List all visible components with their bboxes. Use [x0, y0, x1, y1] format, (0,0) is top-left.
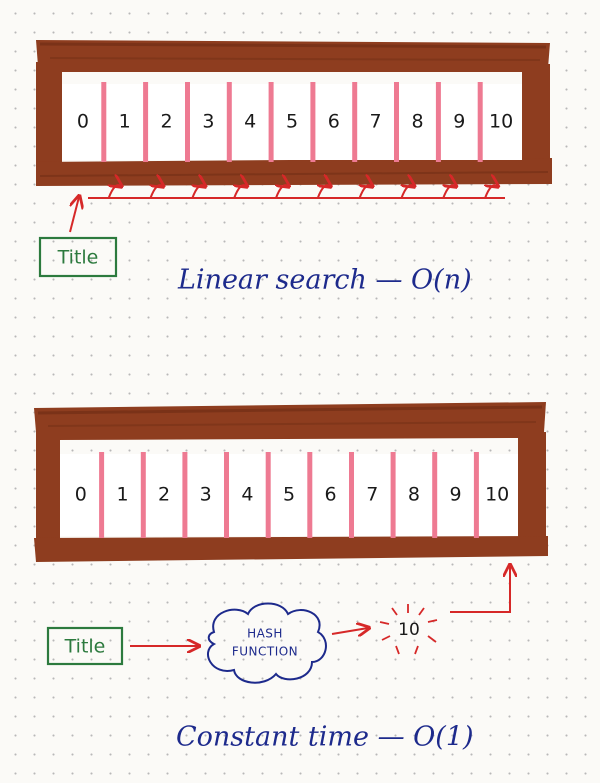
slot-divider: [349, 452, 354, 538]
linear-cells: 0 1 2 3 4 5 6 7 8 9 10: [77, 82, 513, 162]
slot-divider: [307, 452, 313, 538]
scan-hop-arrow: [402, 185, 414, 199]
linear-search-shelf: 0 1 2 3 4 5 6 7 8 9 10: [36, 40, 552, 186]
slot-divider: [310, 82, 316, 162]
linear-title-box: Title: [38, 236, 118, 278]
slot-divider: [226, 82, 232, 162]
slot-index: 6: [328, 111, 340, 133]
slot-index: 3: [202, 111, 214, 133]
scan-hop-arrow: [276, 185, 288, 199]
shelf-right-post: [518, 432, 546, 552]
linear-caption: Linear search — O(n): [177, 265, 472, 296]
slot-divider: [99, 452, 105, 538]
hash-result-burst: 10: [379, 604, 438, 655]
slot-divider: [473, 452, 479, 538]
slot-divider: [268, 82, 274, 162]
scan-hop-arrows: [109, 185, 497, 199]
slot-divider: [182, 452, 188, 538]
slot-divider: [101, 82, 107, 162]
hash-result-value: 10: [398, 620, 420, 640]
hash-caption: Constant time — O(1): [176, 722, 474, 753]
slot-index: 3: [200, 484, 212, 506]
slot-divider: [390, 452, 396, 538]
scan-hop-arrow: [109, 185, 121, 199]
slot-divider: [265, 452, 271, 538]
slot-divider: [143, 82, 149, 162]
to-slot-arrow: [450, 566, 510, 613]
slot-index: 2: [158, 484, 170, 506]
scan-hop-arrow: [192, 185, 204, 199]
linear-search-arrows: [69, 185, 505, 233]
slot-index: 9: [453, 111, 465, 133]
shelf-top-crown: [36, 40, 550, 72]
slot-divider: [224, 452, 229, 538]
slot-divider: [432, 452, 438, 538]
slot-index: 9: [449, 484, 461, 506]
slot-index: 1: [116, 484, 128, 506]
scan-hop-arrow: [151, 185, 163, 199]
slot-divider: [477, 82, 483, 162]
shelf-left-post: [36, 430, 60, 554]
hash-function-label-line1: HASH: [247, 627, 283, 641]
hash-table-shelf: 0 1 2 3 4 5 6 7 8 9 10: [34, 402, 548, 562]
scan-hop-arrow: [360, 185, 372, 199]
shelf-bottom-board: [34, 536, 548, 562]
slot-index: 0: [77, 111, 89, 133]
slot-index: 7: [370, 111, 382, 133]
hash-title-label: Title: [64, 636, 106, 658]
slot-divider: [140, 452, 146, 538]
hash-function-cloud: HASH FUNCTION: [207, 602, 327, 684]
slot-index: 5: [286, 111, 298, 133]
scan-hop-arrow: [318, 185, 330, 199]
slot-index: 4: [241, 484, 253, 506]
slot-index: 8: [408, 484, 420, 506]
to-result-arrow: [331, 628, 368, 634]
slot-index: 4: [244, 111, 256, 133]
slot-index: 5: [283, 484, 295, 506]
slot-index: 10: [485, 484, 509, 506]
slot-index: 2: [160, 111, 172, 133]
hash-function-label-line2: FUNCTION: [232, 645, 298, 659]
scan-hop-arrow: [443, 185, 455, 199]
slot-divider: [185, 82, 190, 162]
slot-index: 7: [366, 484, 378, 506]
slot-divider: [394, 82, 399, 162]
linear-title-label: Title: [57, 247, 99, 269]
slot-index: 8: [411, 111, 423, 133]
hash-title-box: Title: [46, 626, 124, 666]
slot-index: 10: [489, 111, 513, 133]
slot-index: 1: [119, 111, 131, 133]
slot-index: 6: [325, 484, 337, 506]
slot-divider: [352, 82, 358, 162]
entry-arrow: [69, 197, 79, 233]
slot-index: 0: [75, 484, 87, 506]
slot-divider: [435, 82, 441, 162]
hash-cells: 0 1 2 3 4 5 6 7 8 9 10: [75, 452, 509, 538]
scan-hop-arrow: [234, 185, 246, 199]
scan-hop-arrow: [485, 185, 497, 199]
